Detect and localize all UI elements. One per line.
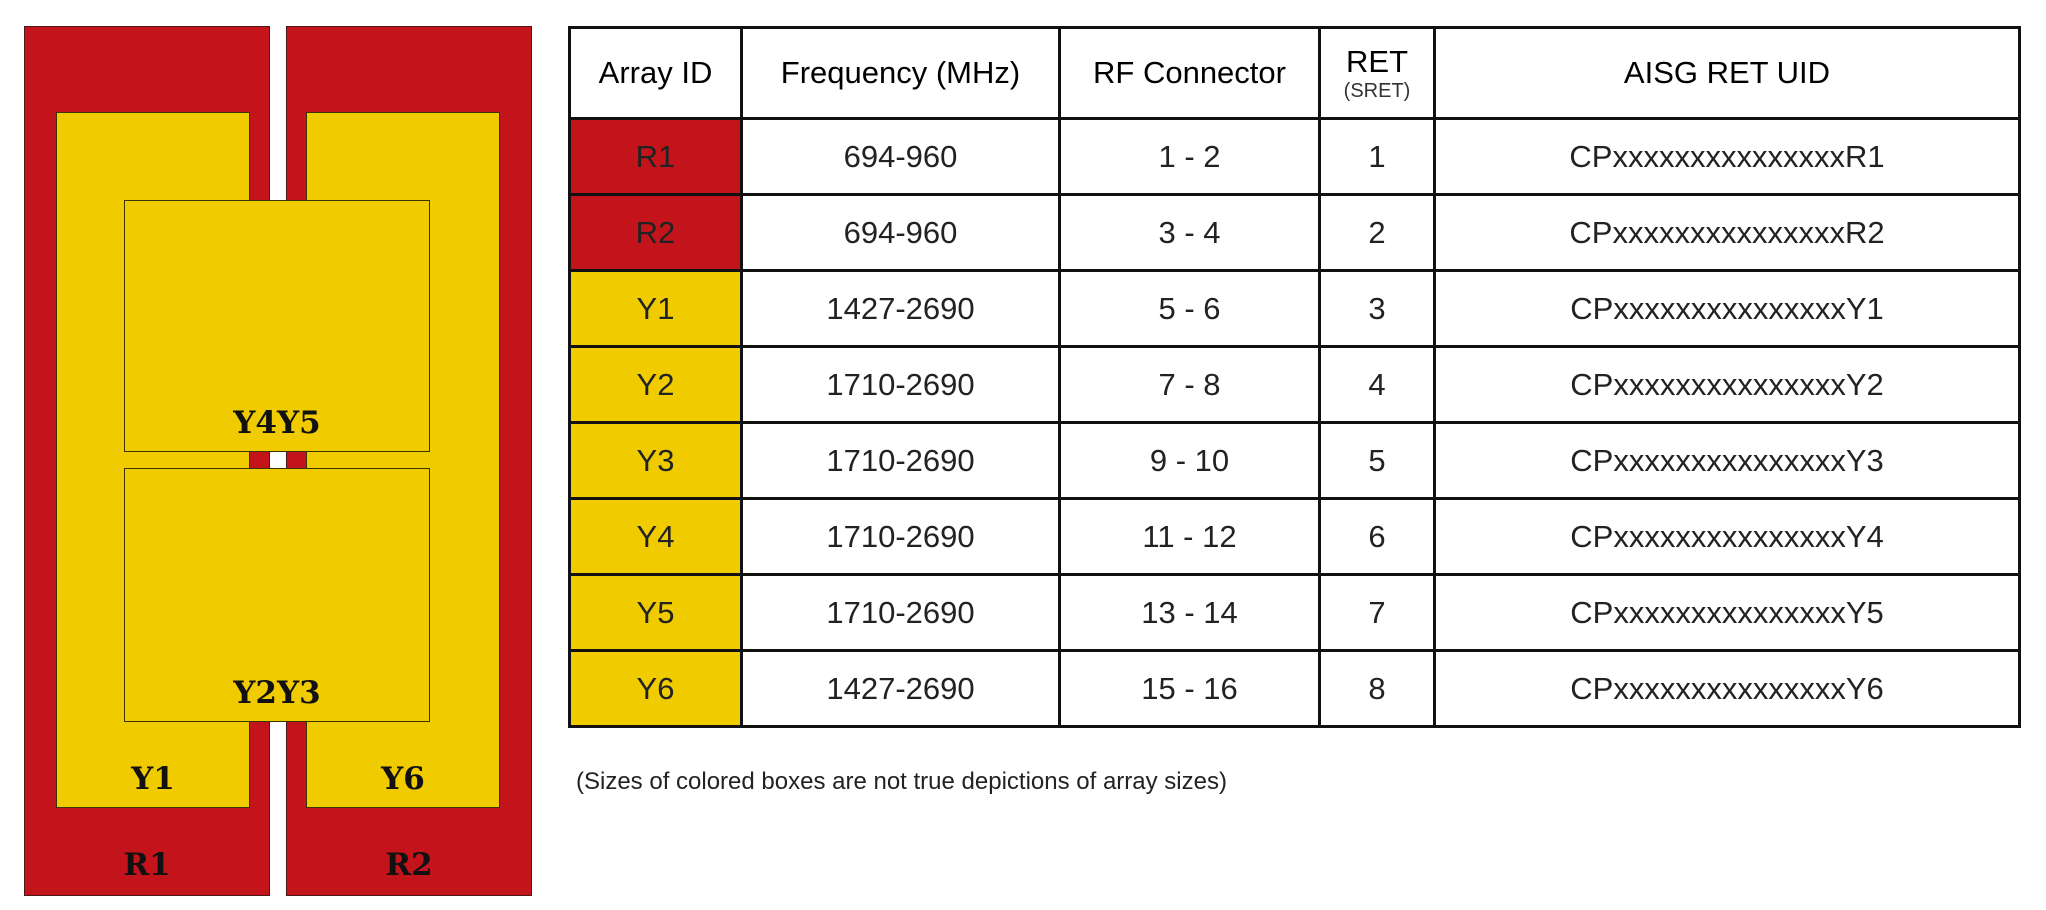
cell-rf-connector: 1 - 2 xyxy=(1058,117,1321,196)
header-ret-label: RET xyxy=(1346,44,1408,79)
table-row: Y1 1427-2690 5 - 6 3 CPxxxxxxxxxxxxxxxY1 xyxy=(568,269,2021,348)
cell-rf-connector: 11 - 12 xyxy=(1058,497,1321,576)
array-label-r1: R1 xyxy=(123,847,171,883)
cell-array-id: Y6 xyxy=(568,649,743,728)
header-frequency: Frequency (MHz) xyxy=(740,26,1061,120)
table-row: Y2 1710-2690 7 - 8 4 CPxxxxxxxxxxxxxxxY2 xyxy=(568,345,2021,424)
cell-uid: CPxxxxxxxxxxxxxxxY6 xyxy=(1433,649,2021,728)
cell-ret: 4 xyxy=(1318,345,1436,424)
cell-rf-connector: 13 - 14 xyxy=(1058,573,1321,652)
cell-ret: 1 xyxy=(1318,117,1436,196)
array-label-y4y5: Y4Y5 xyxy=(233,405,321,441)
cell-uid: CPxxxxxxxxxxxxxxxY4 xyxy=(1433,497,2021,576)
array-label-r2: R2 xyxy=(385,847,433,883)
cell-array-id: Y2 xyxy=(568,345,743,424)
cell-frequency: 1427-2690 xyxy=(740,269,1061,348)
header-ret-sub: (SRET) xyxy=(1343,80,1411,102)
cell-frequency: 1710-2690 xyxy=(740,421,1061,500)
antenna-array-diagram: R1 R2 Y1 Y6 Y4Y5 Y2Y3 xyxy=(0,0,560,910)
table-row: Y3 1710-2690 9 - 10 5 CPxxxxxxxxxxxxxxxY… xyxy=(568,421,2021,500)
array-label-y1: Y1 xyxy=(131,761,175,797)
header-ret: RET (SRET) xyxy=(1318,26,1436,120)
array-block-y4y5: Y4Y5 xyxy=(124,200,430,452)
table-row: Y6 1427-2690 15 - 16 8 CPxxxxxxxxxxxxxxx… xyxy=(568,649,2021,728)
cell-frequency: 1427-2690 xyxy=(740,649,1061,728)
cell-ret: 6 xyxy=(1318,497,1436,576)
cell-rf-connector: 5 - 6 xyxy=(1058,269,1321,348)
cell-array-id: R1 xyxy=(568,117,743,196)
cell-rf-connector: 3 - 4 xyxy=(1058,193,1321,272)
array-label-y2y3: Y2Y3 xyxy=(233,675,321,711)
cell-ret: 5 xyxy=(1318,421,1436,500)
cell-array-id: Y3 xyxy=(568,421,743,500)
cell-rf-connector: 15 - 16 xyxy=(1058,649,1321,728)
cell-uid: CPxxxxxxxxxxxxxxxY5 xyxy=(1433,573,2021,652)
array-label-y6: Y6 xyxy=(381,761,425,797)
cell-ret: 8 xyxy=(1318,649,1436,728)
header-rf-connector: RF Connector xyxy=(1058,26,1321,120)
cell-frequency: 694-960 xyxy=(740,193,1061,272)
cell-array-id: Y1 xyxy=(568,269,743,348)
cell-rf-connector: 9 - 10 xyxy=(1058,421,1321,500)
cell-frequency: 1710-2690 xyxy=(740,573,1061,652)
cell-ret: 7 xyxy=(1318,573,1436,652)
table-header-row: Array ID Frequency (MHz) RF Connector RE… xyxy=(568,26,2021,120)
cell-frequency: 1710-2690 xyxy=(740,497,1061,576)
cell-array-id: R2 xyxy=(568,193,743,272)
footnote: (Sizes of colored boxes are not true dep… xyxy=(576,768,1227,795)
cell-uid: CPxxxxxxxxxxxxxxxY1 xyxy=(1433,269,2021,348)
cell-array-id: Y4 xyxy=(568,497,743,576)
header-uid: AISG RET UID xyxy=(1433,26,2021,120)
cell-ret: 3 xyxy=(1318,269,1436,348)
table-row: Y4 1710-2690 11 - 12 6 CPxxxxxxxxxxxxxxx… xyxy=(568,497,2021,576)
cell-array-id: Y5 xyxy=(568,573,743,652)
cell-rf-connector: 7 - 8 xyxy=(1058,345,1321,424)
cell-frequency: 1710-2690 xyxy=(740,345,1061,424)
cell-uid: CPxxxxxxxxxxxxxxxR2 xyxy=(1433,193,2021,272)
table-row: R2 694-960 3 - 4 2 CPxxxxxxxxxxxxxxxR2 xyxy=(568,193,2021,272)
table-row: Y5 1710-2690 13 - 14 7 CPxxxxxxxxxxxxxxx… xyxy=(568,573,2021,652)
table-row: R1 694-960 1 - 2 1 CPxxxxxxxxxxxxxxxR1 xyxy=(568,117,2021,196)
cell-uid: CPxxxxxxxxxxxxxxxY2 xyxy=(1433,345,2021,424)
cell-uid: CPxxxxxxxxxxxxxxxY3 xyxy=(1433,421,2021,500)
array-block-y2y3: Y2Y3 xyxy=(124,468,430,722)
array-spec-table: Array ID Frequency (MHz) RF Connector RE… xyxy=(568,26,2021,728)
header-array-id: Array ID xyxy=(568,26,743,120)
cell-uid: CPxxxxxxxxxxxxxxxR1 xyxy=(1433,117,2021,196)
cell-frequency: 694-960 xyxy=(740,117,1061,196)
cell-ret: 2 xyxy=(1318,193,1436,272)
